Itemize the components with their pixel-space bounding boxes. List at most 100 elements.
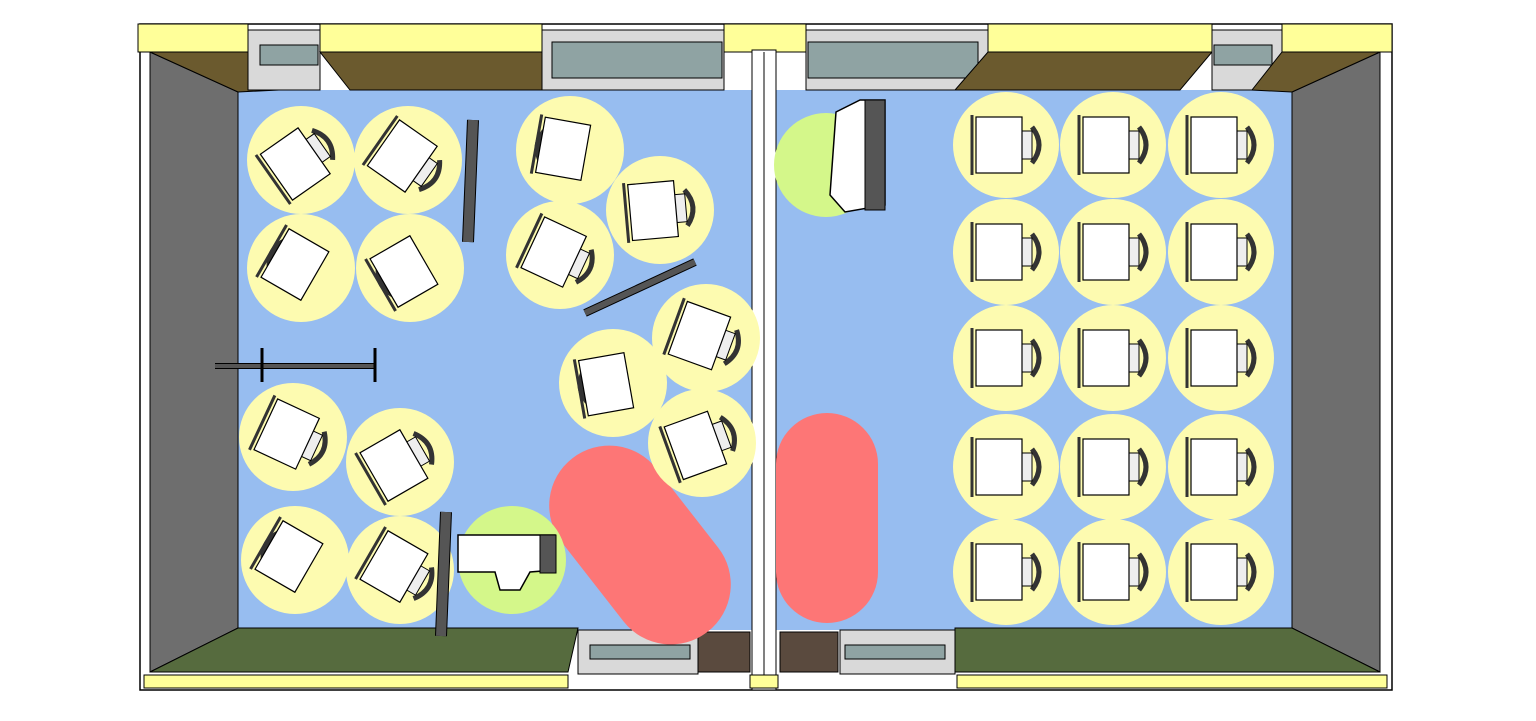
- desk-station[interactable]: [255, 224, 330, 302]
- desk-station[interactable]: [658, 404, 743, 484]
- desk-icon: [1082, 543, 1130, 601]
- desk-icon: [1082, 438, 1130, 496]
- desk-station[interactable]: [1077, 222, 1149, 282]
- desk-station[interactable]: [970, 115, 1042, 175]
- right-side-wall: [1291, 51, 1381, 673]
- desk-station[interactable]: [1185, 437, 1257, 497]
- desk-station[interactable]: [354, 526, 444, 612]
- chair-icon: [1234, 338, 1257, 378]
- chair-icon: [1019, 338, 1042, 378]
- chair-icon: [1234, 232, 1257, 272]
- desk-icon: [1190, 543, 1238, 601]
- desk-edge: [622, 182, 631, 243]
- desk-edge: [255, 224, 288, 278]
- desk-icon: [975, 116, 1023, 174]
- desk-icon: [1190, 116, 1238, 174]
- chair-icon: [1019, 232, 1042, 272]
- chair-icon: [566, 247, 595, 285]
- desk-station[interactable]: [1185, 115, 1257, 175]
- desk-edge: [529, 114, 544, 174]
- desk-edge: [662, 297, 686, 356]
- desk-station[interactable]: [970, 437, 1042, 497]
- desk-icon: [260, 227, 330, 302]
- desk-edge: [354, 452, 387, 506]
- desk-icon: [975, 329, 1023, 387]
- desk-icon: [369, 234, 439, 309]
- top-wall: [137, 23, 1393, 93]
- desk-station[interactable]: [1077, 328, 1149, 388]
- circulation-zone-right: [776, 413, 878, 623]
- circulation-zone-left: [549, 445, 731, 645]
- desk-icon: [366, 119, 439, 193]
- desk-station[interactable]: [970, 222, 1042, 282]
- desk-station[interactable]: [354, 420, 444, 506]
- desk-icon: [359, 428, 429, 503]
- teacher-desk-side: [864, 99, 886, 211]
- partition-icon[interactable]: [462, 119, 479, 243]
- desk-station[interactable]: [970, 328, 1042, 388]
- desk-icon: [1190, 438, 1238, 496]
- partition-icon[interactable]: [435, 511, 452, 637]
- chair-icon: [1019, 125, 1042, 165]
- left-bottom-edge: [149, 627, 579, 673]
- desk-edge: [248, 394, 277, 451]
- desk-edge: [361, 115, 399, 166]
- desk-edge: [249, 516, 282, 570]
- chair-icon: [1126, 338, 1149, 378]
- desk-station[interactable]: [662, 297, 747, 377]
- desk-icon: [627, 180, 680, 242]
- desk-icon: [1082, 329, 1130, 387]
- desk-station[interactable]: [572, 351, 635, 419]
- desk-station[interactable]: [1077, 542, 1149, 602]
- desk-station[interactable]: [1185, 542, 1257, 602]
- left-side-wall: [149, 51, 239, 673]
- desk-station[interactable]: [249, 516, 324, 594]
- desk-station[interactable]: [515, 212, 603, 296]
- bottom-windows: [577, 629, 956, 675]
- desk-station[interactable]: [248, 394, 336, 478]
- desk-station[interactable]: [1185, 222, 1257, 282]
- desk-icon: [534, 116, 592, 182]
- chair-icon: [1234, 125, 1257, 165]
- desk-icon: [975, 438, 1023, 496]
- desk-station[interactable]: [1185, 328, 1257, 388]
- desk-edge: [254, 154, 292, 205]
- desk-icon: [975, 543, 1023, 601]
- desk-icon: [975, 223, 1023, 281]
- teacher-desk-side: [539, 534, 557, 574]
- door-right[interactable]: [779, 631, 839, 673]
- desk-station[interactable]: [361, 115, 452, 204]
- desk-station[interactable]: [364, 234, 439, 312]
- chair-icon: [1126, 552, 1149, 592]
- desk-station[interactable]: [254, 116, 345, 205]
- chair-icon: [1019, 552, 1042, 592]
- desk-station[interactable]: [1077, 115, 1149, 175]
- desk-icon: [1082, 223, 1130, 281]
- chair-icon: [713, 328, 741, 366]
- desk-icon: [663, 410, 728, 481]
- desk-station[interactable]: [622, 177, 696, 243]
- desk-edge: [354, 526, 387, 580]
- desk-station[interactable]: [1077, 437, 1149, 497]
- desk-station[interactable]: [970, 542, 1042, 602]
- desk-edge: [658, 425, 682, 484]
- door-left[interactable]: [697, 631, 751, 673]
- desk-edge: [515, 212, 544, 269]
- desk-icon: [253, 398, 321, 470]
- desk-edge: [364, 258, 397, 312]
- desk-icon: [1190, 329, 1238, 387]
- desk-icon: [1190, 223, 1238, 281]
- bottom-wall-left: [143, 674, 569, 689]
- desk-icon: [667, 300, 732, 371]
- desk-icon: [1082, 116, 1130, 174]
- partition-icon[interactable]: [583, 258, 697, 317]
- desk-icon: [359, 529, 429, 604]
- desk-icon: [577, 351, 635, 417]
- desk-icon: [520, 216, 588, 288]
- bottom-wall-right: [956, 674, 1388, 689]
- desk-station[interactable]: [529, 114, 592, 183]
- desk-icon: [254, 519, 324, 594]
- desk-icon: [259, 127, 332, 201]
- chair-icon: [1126, 125, 1149, 165]
